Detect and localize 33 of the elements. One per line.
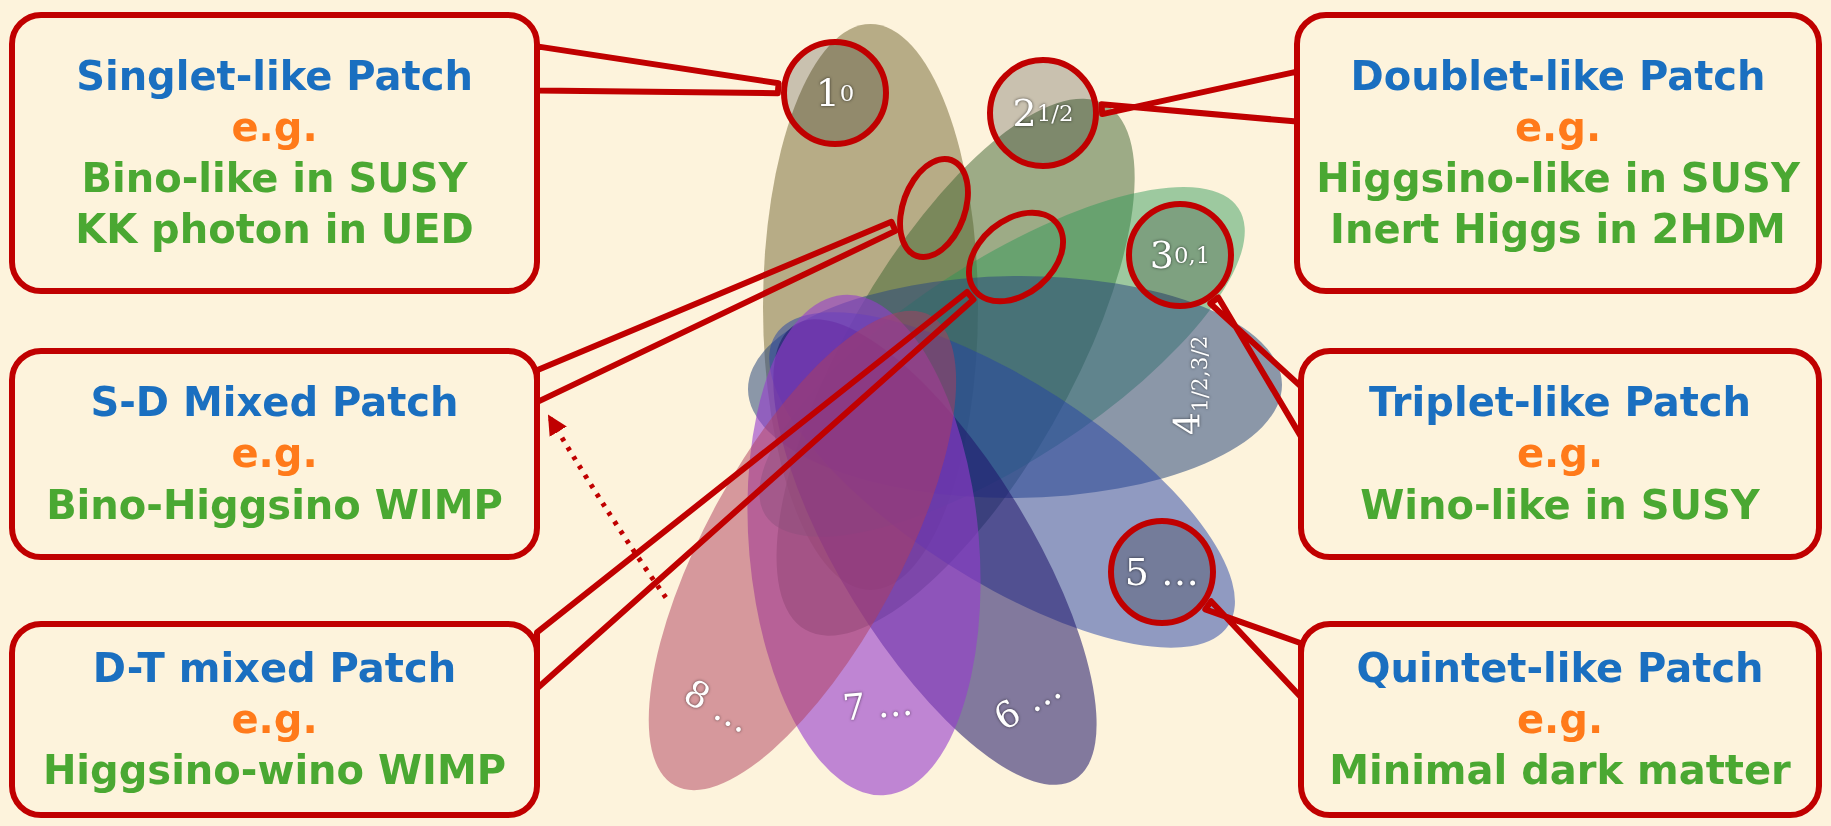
petal-label: 8 …: [677, 670, 759, 741]
callout-tail: [534, 218, 899, 406]
example-text: Higgsino-like in SUSY: [1316, 154, 1800, 203]
example-label: e.g.: [1514, 102, 1602, 152]
example-label: e.g.: [231, 694, 318, 744]
callout-box: [9, 621, 540, 818]
callout-box: [1294, 12, 1822, 294]
example-text: Inert Higgs in 2HDM: [1330, 205, 1786, 255]
example-label: e.g.: [231, 429, 318, 479]
callout-tail: [534, 289, 977, 692]
example-text: Minimal dark matter: [1329, 746, 1791, 796]
callout-heading: Singlet-like Patch: [76, 51, 473, 101]
callout-heading: Triplet-like Patch: [1368, 378, 1752, 428]
example-text: KK photon in UED: [75, 205, 474, 255]
callout-box: [9, 12, 540, 294]
callout-tail: [1202, 598, 1304, 701]
example-text: Bino-like in SUSY: [81, 154, 468, 203]
callout-box: [9, 348, 540, 560]
callout-box: [1298, 348, 1822, 560]
example-text: Bino-Higgsino WIMP: [46, 480, 503, 530]
example-text: Higgsino-wino WIMP: [42, 746, 507, 796]
callout-heading: D-T mixed Patch: [92, 643, 457, 693]
dotted-arrow: [547, 414, 668, 599]
callout-heading: Doublet-like Patch: [1350, 51, 1766, 101]
callout-box: [1298, 621, 1822, 818]
example-label: e.g.: [231, 102, 318, 152]
petal-label: 7 …: [840, 681, 915, 729]
example-label: e.g.: [1516, 694, 1604, 744]
callout-heading: S-D Mixed Patch: [90, 378, 459, 428]
example-text: Wino-like in SUSY: [1360, 480, 1760, 530]
callout-heading: Quintet-like Patch: [1356, 643, 1764, 693]
example-label: e.g.: [1516, 429, 1604, 479]
petal-label: 6 …: [986, 667, 1069, 739]
